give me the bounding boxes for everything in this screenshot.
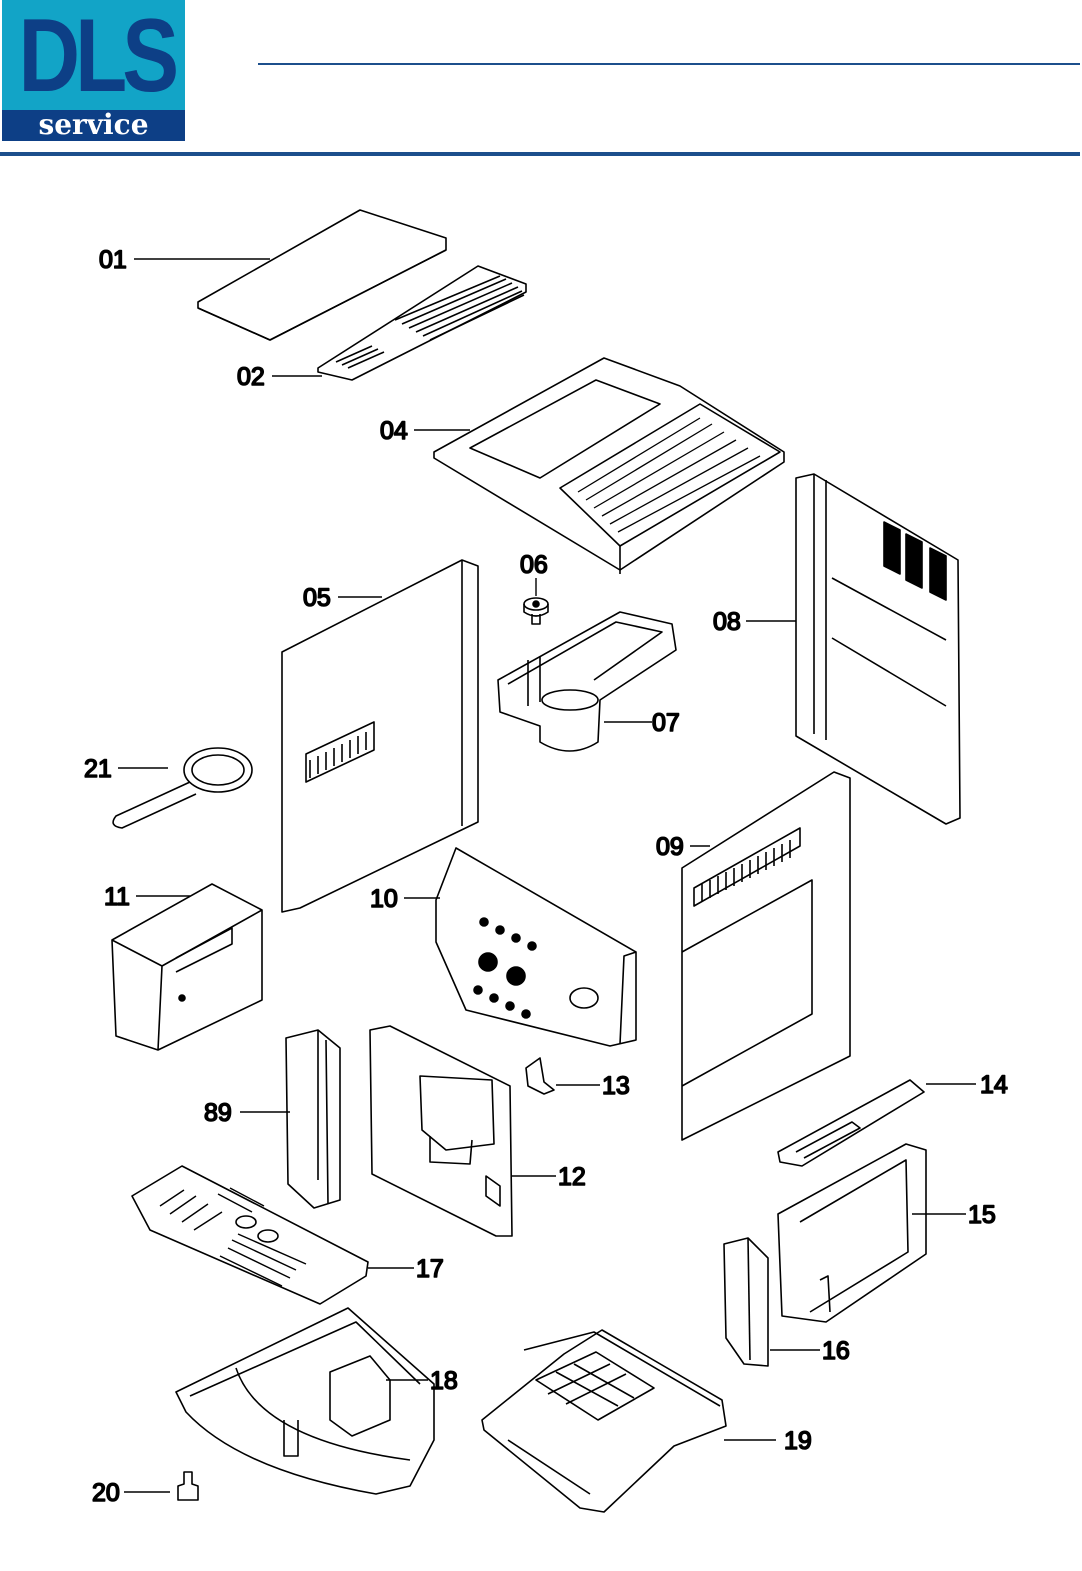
label-part-02: 02 [237,363,265,391]
label-part-06: 06 [520,551,548,579]
part-10-control-panel [435,847,637,1047]
label-part-12: 12 [558,1163,586,1191]
part-89-door [285,1029,341,1209]
label-part-20: 20 [92,1479,120,1507]
part-21-measuring-scoop [112,747,253,829]
header-rule-thin [258,63,1080,65]
label-part-15: 15 [968,1201,996,1229]
part-16-tank-cover [723,1237,769,1367]
part-11-grounds-container [111,883,263,1051]
part-04-cup-tray [433,357,785,574]
part-07-water-funnel [497,611,677,752]
part-13-clip [525,1057,555,1095]
label-part-04: 04 [380,417,408,445]
part-02-lid-grille [317,265,527,381]
part-20-foot [177,1471,199,1501]
label-part-18: 18 [430,1367,458,1395]
label-part-11: 11 [104,883,130,911]
label-part-09: 09 [656,833,684,861]
part-19-base-plate [481,1329,727,1513]
part-15-water-tank [777,1143,927,1323]
logo-subtitle: service [2,110,185,141]
label-part-07: 07 [652,709,680,737]
part-05-side-panel-left [281,559,479,913]
part-17-drip-grid [131,1165,369,1305]
label-part-10: 10 [370,885,398,913]
header-rule-thick [0,152,1080,156]
part-18-drip-tray [175,1307,435,1495]
label-part-01: 01 [99,246,127,274]
part-06-knob [523,597,549,625]
label-part-05: 05 [303,584,331,612]
label-part-14: 14 [980,1071,1008,1099]
part-01-lid-top [197,209,447,341]
part-14-tank-lid [777,1079,925,1167]
leader-lines [118,258,976,1493]
label-part-21: 21 [84,755,112,783]
dls-logo: DLS service [2,0,185,141]
logo-top-band [2,0,185,110]
part-09-side-panel-right [681,771,851,1141]
label-part-13: 13 [602,1072,630,1100]
logo-brand: DLS [18,0,179,114]
label-part-08: 08 [713,608,741,636]
label-part-19: 19 [784,1427,812,1455]
part-12-front-frame [369,1025,513,1237]
label-part-16: 16 [822,1337,850,1365]
label-part-17: 17 [416,1255,444,1283]
label-part-89: 89 [204,1099,232,1127]
part-08-back-panel [795,473,961,825]
